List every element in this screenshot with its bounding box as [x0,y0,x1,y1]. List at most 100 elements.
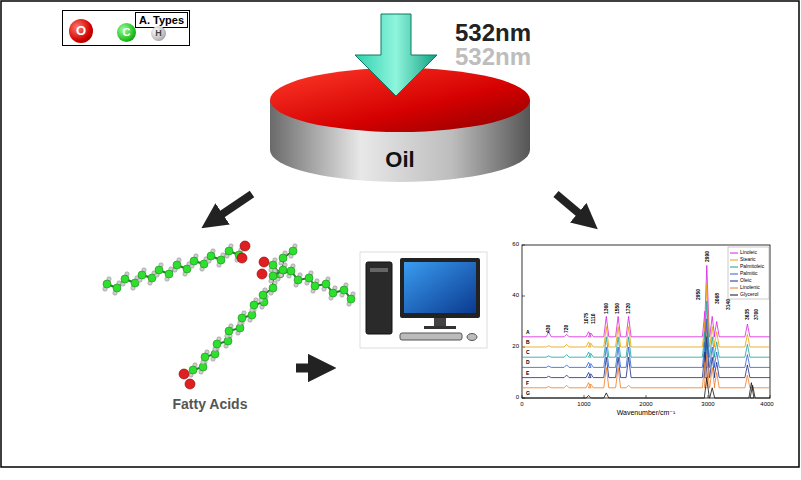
legend-text: Palmitoleic [740,264,764,270]
computer-stand [424,326,456,329]
carbon-atom [279,254,287,262]
disk-label: Oil [385,148,414,172]
carbon-atom [305,274,313,282]
spectrum-trace [522,337,770,378]
carbon-atom [287,267,295,275]
legend-sample [730,295,738,296]
axis-tick: 40 [512,292,519,299]
axis-tick: 60 [512,241,519,248]
atom-symbol: C [123,26,131,38]
oxygen-atom [237,253,247,263]
bond [193,251,293,370]
oxygen-atom [179,369,189,379]
tick [522,296,525,297]
axis-tick: 2000 [639,401,652,408]
spectrum-trace [522,355,770,388]
peak-label: 3635 [745,309,751,320]
carbon-atom [311,282,319,290]
peak-label: 3700 [754,309,760,320]
tick [584,395,585,398]
oxygen-atom [240,241,250,251]
axis-tick: 4000 [760,401,773,408]
peak-label: 2950 [696,289,702,300]
tick [708,395,709,398]
axis-tick: 3000 [701,401,714,408]
oxygen-atom [259,257,269,267]
atom-circle: O [69,19,93,43]
computer-frame [360,252,487,348]
computer-keyboard [400,333,462,340]
legend-sample [730,274,738,275]
carbon-atom [213,340,221,348]
legend-sample [730,288,738,289]
carbon-atom [347,295,355,303]
computer-monitor [400,258,480,318]
atom-circle: C [117,23,136,42]
laser-arrow [355,14,437,96]
trace-letter: D [526,360,530,366]
wavelength-shadow: 532nm [455,44,531,70]
carbon-atom [201,353,209,361]
spectrum-trace [522,301,770,357]
axis-tick: 1000 [577,401,590,408]
carbon-atom [322,280,330,288]
peak-label: 3140 [726,299,732,310]
tick [522,395,523,398]
trace-letter: B [526,340,530,346]
tick [522,245,525,246]
carbon-atom [269,272,277,280]
carbon-atom [294,276,302,284]
flow-arrow [296,364,322,373]
trace-letter: E [526,371,529,377]
computer-stand [434,318,446,327]
carbon-atom [279,266,287,274]
carbon-atom [165,270,173,278]
plot-area [522,245,770,398]
peak-label: 720 [564,325,570,333]
carbon-atom [155,266,163,274]
chart-panel [505,235,795,417]
carbon-atom [121,275,129,283]
peak-label: 1720 [626,303,632,314]
carbon-atom [138,271,146,279]
carbon-atom [238,314,246,322]
peak-label: 1550 [615,303,621,314]
carbon-atom [340,286,348,294]
trace-letter: A [526,330,530,336]
flow-arrow [212,194,252,221]
atom-symbol: H [155,29,162,39]
legend-frame [728,247,769,299]
frame [1,1,799,467]
carbon-atom [269,261,277,269]
computer-mouse [467,334,477,341]
fatty-acids-label: Fatty Acids [173,397,248,412]
atom-circle: H [151,26,166,41]
atom-symbol: O [76,24,86,38]
axis-tick: 20 [512,343,519,350]
carbon-atom [225,327,233,335]
axis-tick: 0 [516,394,519,401]
spectrum-trace [522,378,770,398]
computer-screen [404,262,476,313]
fatty-acid-molecules [103,241,355,389]
bond [107,251,239,288]
legend-sample [730,260,738,261]
trace-letter: F [526,381,529,387]
oil-disk: Oil [270,68,530,184]
tick [770,395,771,398]
carbon-atom [269,284,277,292]
tick [646,395,647,398]
carbon-atom [217,256,225,264]
carbon-atom [189,366,197,374]
trace-letter: C [526,350,530,356]
carbon-atom [103,280,111,288]
legend-sample [730,253,738,254]
axis-title: Wavenumber/cm⁻¹ [617,409,676,417]
legend-text: Linoleic [740,250,757,256]
carbon-atom [250,301,258,309]
trace-letter: G [526,391,530,397]
legend-box: A. TypesOCH [62,10,190,46]
computer-tower [366,262,392,334]
peak-label: 430 [546,325,552,333]
carbon-atom [173,261,181,269]
